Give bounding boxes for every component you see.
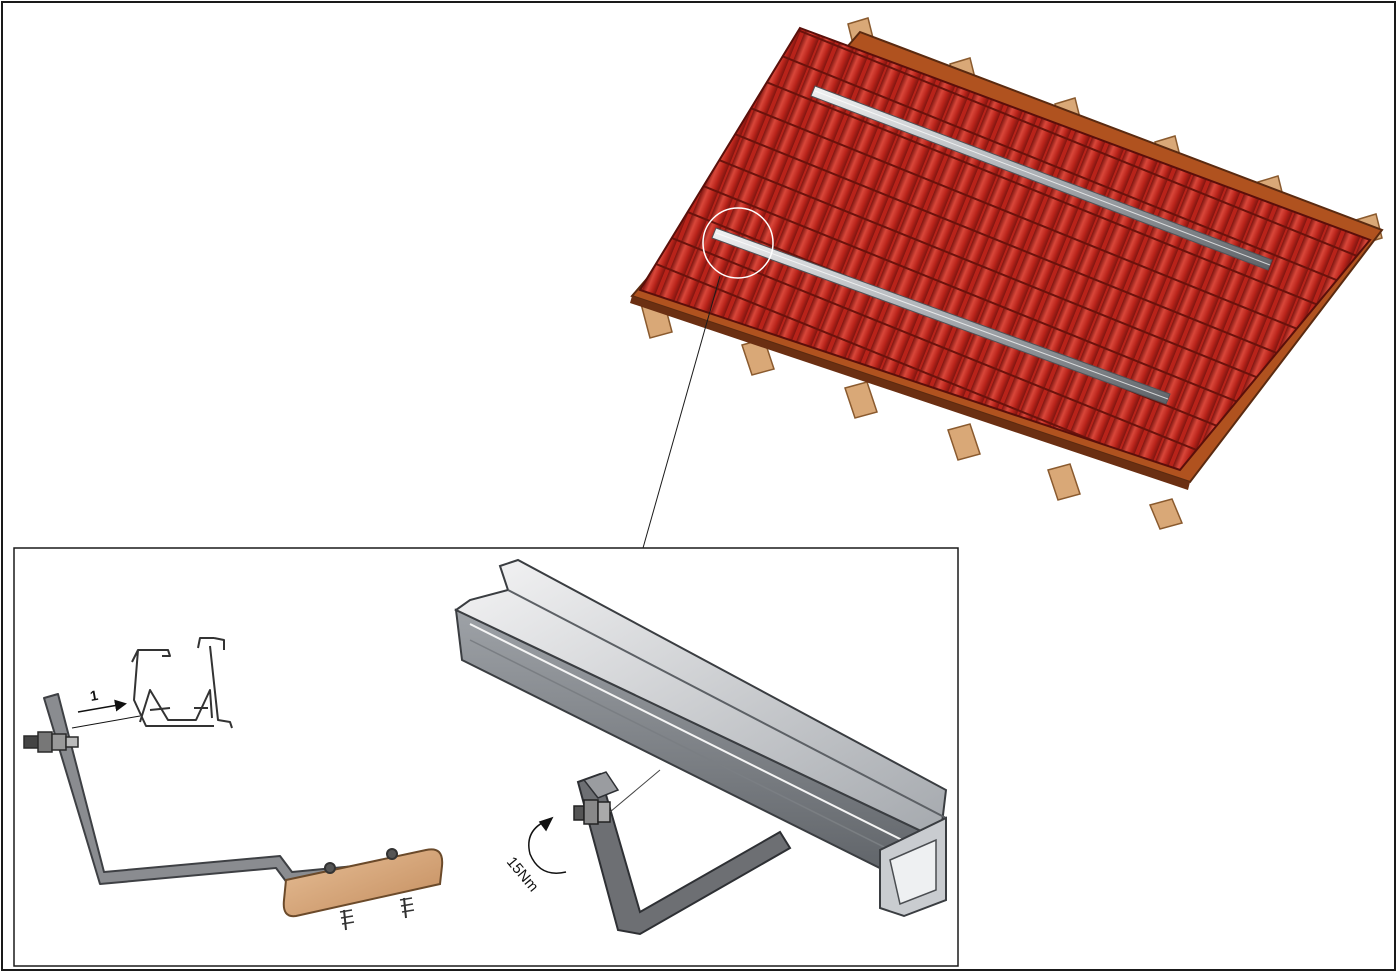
- zoom-callout-circle-icon: [702, 207, 774, 279]
- rail-top-face: [454, 558, 948, 842]
- roof-board-edge: [630, 296, 1190, 490]
- callout-leader-line: [642, 275, 721, 549]
- rail-bolt: [573, 769, 661, 825]
- rotation-arrow-icon: [528, 816, 567, 874]
- upper-mounting-rail: [810, 85, 1273, 271]
- hook-bolt: [23, 731, 79, 753]
- rail-profile-outline: [131, 637, 233, 729]
- screws: [324, 848, 415, 931]
- step-number-label: 1: [89, 687, 100, 704]
- wood-block: [282, 848, 444, 918]
- mounted-rail-detail: [454, 558, 948, 936]
- lower-mounting-rail: [711, 227, 1171, 405]
- rail-hook: [576, 772, 792, 936]
- roof-hook-assembly: [23, 693, 444, 931]
- roof-tiles: [638, 26, 1372, 472]
- roof-assembly: [630, 17, 1384, 549]
- insert-arrow-icon: [71, 699, 141, 729]
